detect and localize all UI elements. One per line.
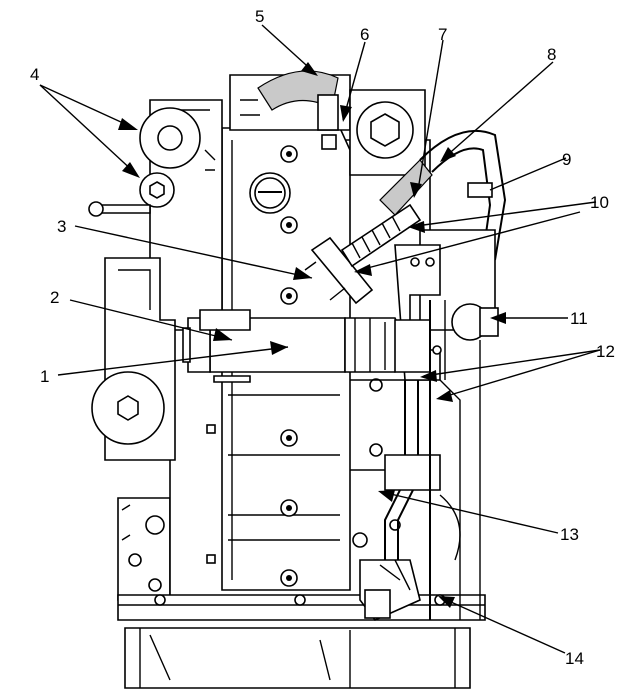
callout-4: 4: [30, 65, 39, 84]
spring-clamp-hose: [340, 203, 422, 268]
hose-clamp: [199, 309, 251, 331]
dipstick-tube: [384, 380, 406, 560]
valve-cover-bolts: [280, 145, 298, 587]
connecting-hose: [379, 159, 433, 216]
oil-pan: [124, 627, 471, 689]
callout-14: 14: [565, 649, 584, 668]
callout-9: 9: [562, 150, 571, 169]
sensor-connector: [359, 559, 421, 621]
vent-hose: [419, 129, 507, 261]
callout-2: 2: [50, 288, 59, 307]
idler-pulleys: [139, 107, 201, 208]
callout-5: 5: [255, 7, 264, 26]
callout-6: 6: [360, 25, 369, 44]
callout-13: 13: [560, 525, 579, 544]
tag-label: [467, 182, 493, 198]
breather-pipe: [310, 236, 374, 305]
flywheel-housing: [117, 497, 171, 601]
callout-1: 1: [40, 367, 49, 386]
crankshaft-pulley: [91, 371, 165, 445]
callout-12: 12: [596, 342, 615, 361]
oil-fill-cap: [249, 172, 291, 214]
callout-3: 3: [57, 217, 66, 236]
callout-labels: 1 2 3 4 5 6 7 8 9 10 11 12 13 14: [30, 7, 615, 668]
callout-10: 10: [590, 193, 609, 212]
callout-11: 11: [570, 309, 588, 328]
oil-filter: [349, 89, 426, 176]
callout-7: 7: [438, 25, 447, 44]
engine-body: [88, 70, 507, 689]
callout-8: 8: [547, 45, 556, 64]
leader-lines: [39, 24, 601, 654]
